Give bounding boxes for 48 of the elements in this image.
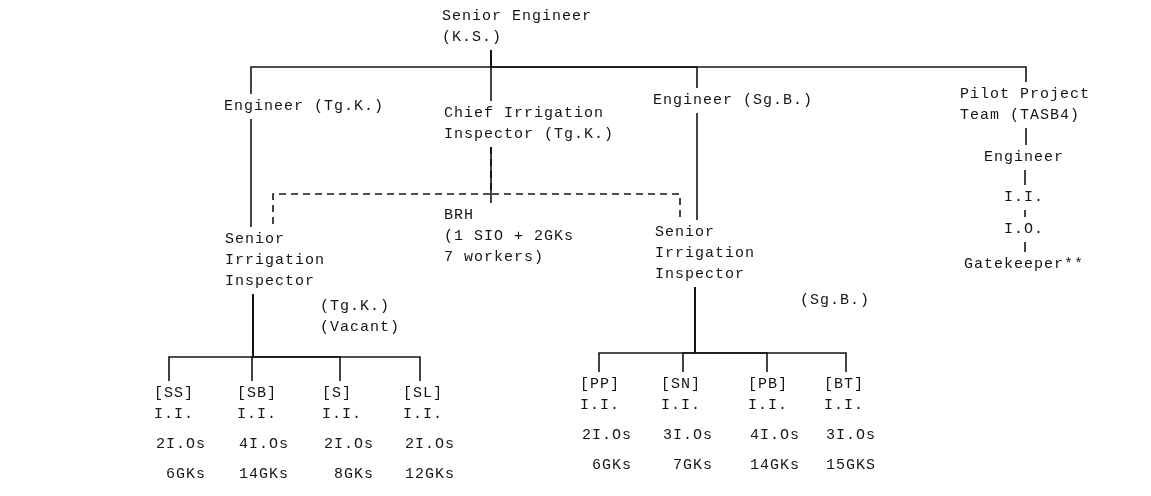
post-label: Senior Irrigation Inspector [225, 230, 326, 292]
staff-count: 3I.Os [662, 426, 713, 446]
connector-line [1024, 169, 1026, 186]
staff-count: 12GKs [404, 465, 455, 485]
post-label: [BT] I.I. [824, 375, 865, 416]
staff-count: 3I.Os [825, 426, 876, 446]
staff-count: 6GKs [591, 456, 632, 476]
staff-count: 2I.Os [155, 435, 206, 455]
post-label: Senior Engineer (K.S.) [442, 7, 594, 48]
staff-count: 2I.Os [581, 426, 632, 446]
connector-line [250, 118, 252, 228]
staff-count: 2I.Os [323, 435, 374, 455]
staff-count: 14GKs [238, 465, 289, 485]
connector-line [490, 49, 1027, 83]
connector-line [1024, 241, 1026, 253]
staff-count: 14GKs [749, 456, 800, 476]
post-label: [SN] I.I. [661, 375, 702, 416]
post-label: Engineer (Sg.B.) [653, 91, 815, 111]
connector-line [696, 112, 698, 221]
connector-line [1024, 209, 1026, 218]
post-label: [S] I.I. [322, 384, 363, 425]
side-note: (Sg.B.) [800, 291, 871, 311]
connector-line [1025, 127, 1027, 146]
staff-count: 6GKs [165, 465, 206, 485]
connector-line [694, 286, 847, 373]
post-label: Chief Irrigation Inspector (Tg.K.) [444, 104, 616, 145]
post-label: Gatekeeper** [964, 255, 1086, 275]
post-label: [SL] I.I. [403, 384, 444, 425]
side-note: (Tg.K.) (Vacant) [320, 297, 401, 338]
staff-count: 4I.Os [749, 426, 800, 446]
staff-count: 2I.Os [404, 435, 455, 455]
post-label: [SB] I.I. [237, 384, 278, 425]
post-label: I.O. [1004, 220, 1045, 240]
post-label: Senior Irrigation Inspector [655, 223, 756, 285]
post-label: [PP] I.I. [580, 375, 621, 416]
staff-note: (1 SIO + 2GKs 7 workers) [444, 227, 576, 268]
post-label: [SS] I.I. [154, 384, 195, 425]
staff-count: 8GKs [333, 465, 374, 485]
post-label: Engineer (Tg.K.) [224, 97, 386, 117]
post-label: Engineer [984, 148, 1065, 168]
post-label: Pilot Project Team (TASB4) [960, 85, 1092, 126]
post-label: I.I. [1004, 188, 1045, 208]
post-label: BRH [444, 206, 475, 226]
post-label: [PB] I.I. [748, 375, 789, 416]
staff-count: 7GKs [672, 456, 713, 476]
staff-count: 15GKS [825, 456, 876, 476]
connector-line [252, 293, 421, 382]
staff-count: 4I.Os [238, 435, 289, 455]
